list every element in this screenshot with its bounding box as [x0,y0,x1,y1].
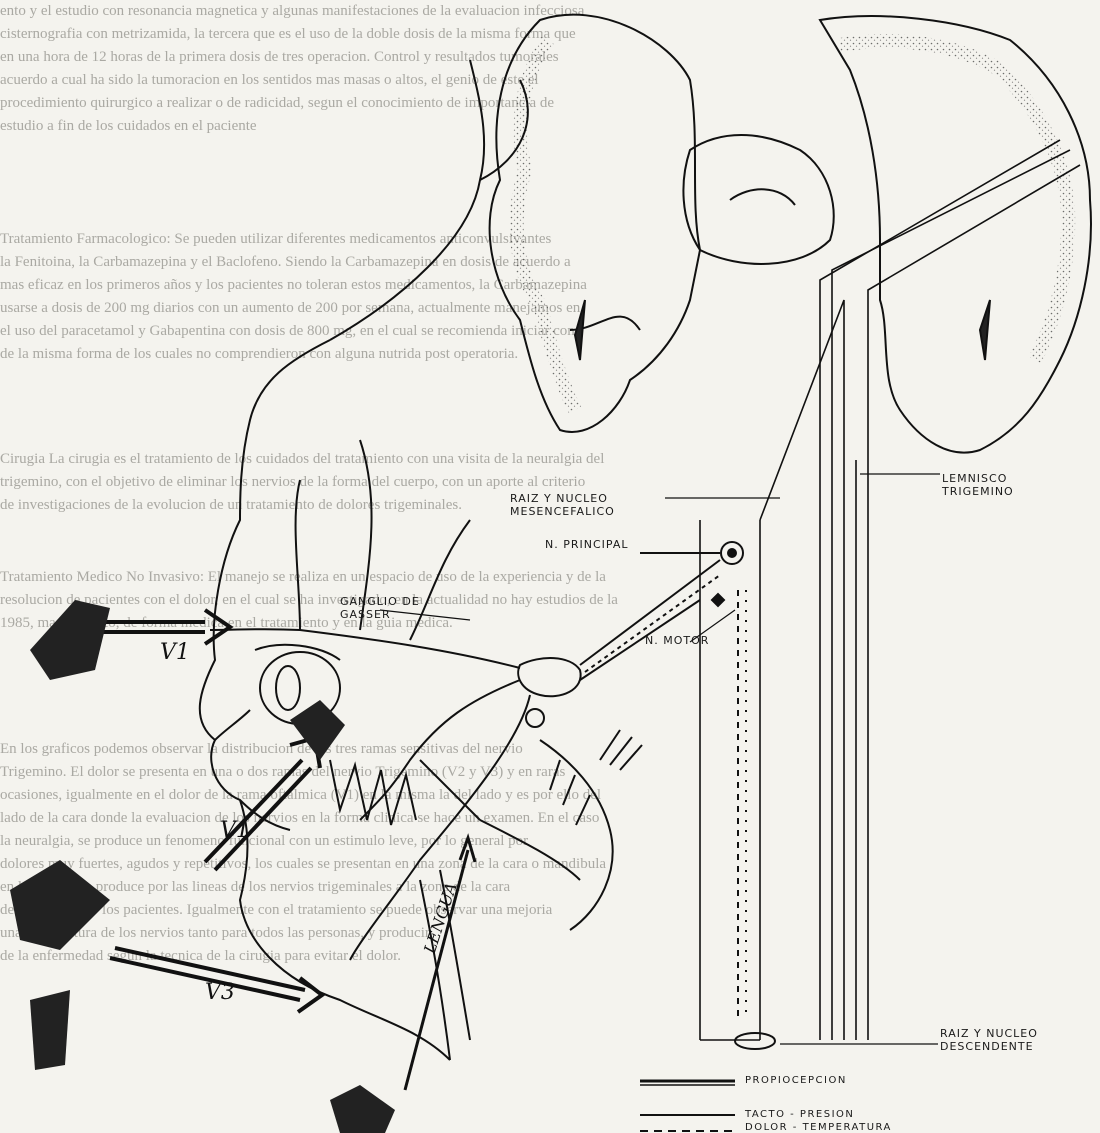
hand-icon [30,990,70,1070]
hand-icon [330,1085,395,1133]
label-line: MESENCEFALICO [510,505,615,518]
label-line: TRIGEMINO [942,485,1014,498]
label-raiz-nucleo-descendente: RAIZ Y NUCLEO DESCENDENTE [940,1027,1038,1053]
legend-samples [640,1081,735,1131]
arrow-v1-top [90,610,230,644]
brainstem-cross-section [490,15,1091,453]
hand-icon [290,700,345,760]
hand-icon [30,600,110,680]
label-ganglio-de-gasser: GANGLIO DE GASSER [340,595,420,621]
face-profile [200,60,528,1060]
label-line: DESCENDENTE [940,1040,1038,1053]
ascending-tracts [700,140,1080,1040]
label-line: RAIZ Y NUCLEO [510,492,615,505]
jaw-and-teeth [330,730,642,930]
cortex-right [820,16,1091,453]
label-v1-face: V1 [220,818,250,843]
label-line: GANGLIO DE [340,595,420,608]
label-line: GASSER [340,608,420,621]
descending-nucleus-column [735,590,775,1049]
label-v3: V3 [205,980,235,1005]
legend-propiocepcion: PROPIOCEPCION [745,1075,847,1086]
motor-root-marker [526,709,544,727]
label-n-principal: N. PRINCIPAL [545,538,628,551]
label-lemnisco-trigemino: LEMNISCO TRIGEMINO [942,472,1014,498]
legend-dolor-temperatura: DOLOR - TEMPERATURA [745,1122,892,1133]
hand-icon [10,860,110,950]
label-n-motor: N. MOTOR [645,634,709,647]
legend-tacto-presion: TACTO - PRESION [745,1109,854,1120]
label-raiz-nucleo-mesencefalico: RAIZ Y NUCLEO MESENCEFALICO [510,492,615,518]
ventricle [575,300,585,360]
gasserian-ganglion [210,440,720,960]
label-v1-top: V1 [160,640,190,665]
pons-outline [683,135,833,264]
label-line: LEMNISCO [942,472,1014,485]
label-line: RAIZ Y NUCLEO [940,1027,1038,1040]
arrow-v1-face [205,738,320,870]
